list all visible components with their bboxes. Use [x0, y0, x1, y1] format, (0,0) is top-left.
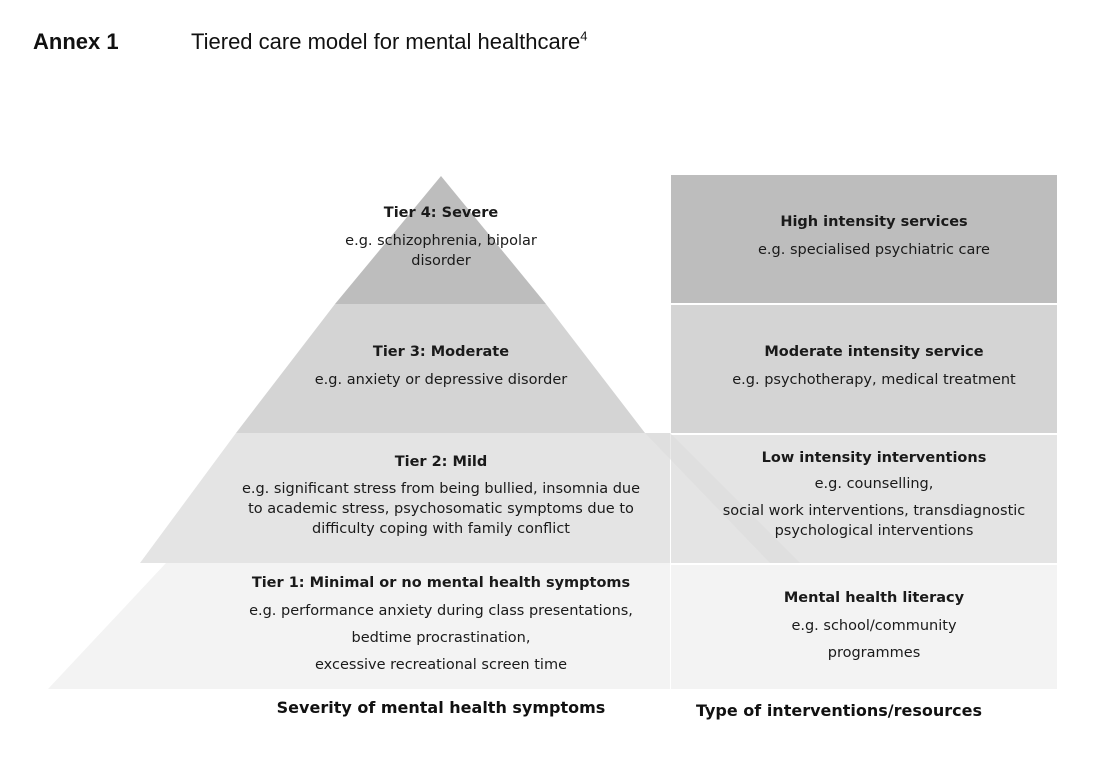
intervention-literacy-text: Mental health literacy e.g. school/commu…	[671, 588, 1077, 663]
intervention-box-moderate	[671, 305, 1057, 433]
intervention-low-line-1: e.g. counselling,	[814, 476, 934, 492]
tier-1-line-1: e.g. performance anxiety during class pr…	[249, 603, 633, 619]
intervention-literacy-line-2: programmes	[827, 645, 921, 661]
tier-1-line-3: excessive recreational screen time	[315, 657, 567, 673]
severity-caption: Severity of mental health symptoms	[276, 698, 606, 717]
page-title: Tiered care model for mental healthcare4	[191, 29, 588, 55]
tier-4-layer	[335, 176, 546, 304]
intervention-high-title: High intensity services	[780, 214, 968, 230]
intervention-box-high	[671, 175, 1057, 303]
intervention-high-text: High intensity services e.g. specialised…	[671, 212, 1077, 260]
intervention-moderate-line-1: e.g. psychotherapy, medical treatment	[732, 372, 1016, 388]
annex-label: Annex 1	[33, 29, 119, 54]
intervention-low-text: Low intensity interventions e.g. counsel…	[671, 448, 1077, 541]
interventions-caption: Type of interventions/resources	[695, 701, 983, 720]
intervention-moderate-text: Moderate intensity service e.g. psychoth…	[671, 342, 1077, 390]
intervention-moderate-title: Moderate intensity service	[764, 344, 984, 360]
tier-1-text: Tier 1: Minimal or no mental health symp…	[200, 573, 682, 675]
footnote-marker: 4	[580, 28, 588, 44]
tier-3-title: Tier 3: Moderate	[372, 344, 510, 360]
intervention-box-literacy	[671, 565, 1057, 689]
intervention-high-line-1: e.g. specialised psychiatric care	[758, 242, 990, 258]
intervention-literacy-line-1: e.g. school/community	[791, 618, 957, 634]
tier-4-line-1: e.g. schizophrenia, bipolar	[345, 233, 537, 249]
tier-2-line-2: to academic stress, psychosomatic sympto…	[248, 501, 634, 517]
title-text: Tiered care model for mental healthcare	[191, 29, 581, 54]
tier-1-layer	[48, 563, 670, 689]
tier-2-line-1: e.g. significant stress from being bulli…	[241, 481, 641, 497]
tier-1-line-2: bedtime procrastination,	[351, 630, 531, 646]
tier-2-title: Tier 2: Mild	[394, 454, 488, 470]
tier-1-title: Tier 1: Minimal or no mental health symp…	[251, 575, 631, 591]
tier-4-text: Tier 4: Severe e.g. schizophrenia, bipol…	[300, 203, 582, 271]
intervention-low-line-2: social work interventions, transdiagnost…	[722, 503, 1026, 519]
intervention-low-title: Low intensity interventions	[761, 450, 987, 466]
tier-4-title: Tier 4: Severe	[383, 205, 499, 221]
tier-2-text: Tier 2: Mild e.g. significant stress fro…	[200, 452, 682, 539]
intervention-literacy-title: Mental health literacy	[783, 590, 965, 606]
tier-2-layer	[140, 433, 670, 563]
tier-4-line-2: disorder	[411, 253, 471, 269]
tier-3-line-1: e.g. anxiety or depressive disorder	[314, 372, 568, 388]
tier-3-layer	[236, 304, 645, 433]
intervention-low-line-3: psychological interventions	[774, 523, 974, 539]
tier-3-text: Tier 3: Moderate e.g. anxiety or depress…	[250, 342, 632, 390]
tier-2-line-3: difficulty coping with family conflict	[312, 521, 570, 537]
